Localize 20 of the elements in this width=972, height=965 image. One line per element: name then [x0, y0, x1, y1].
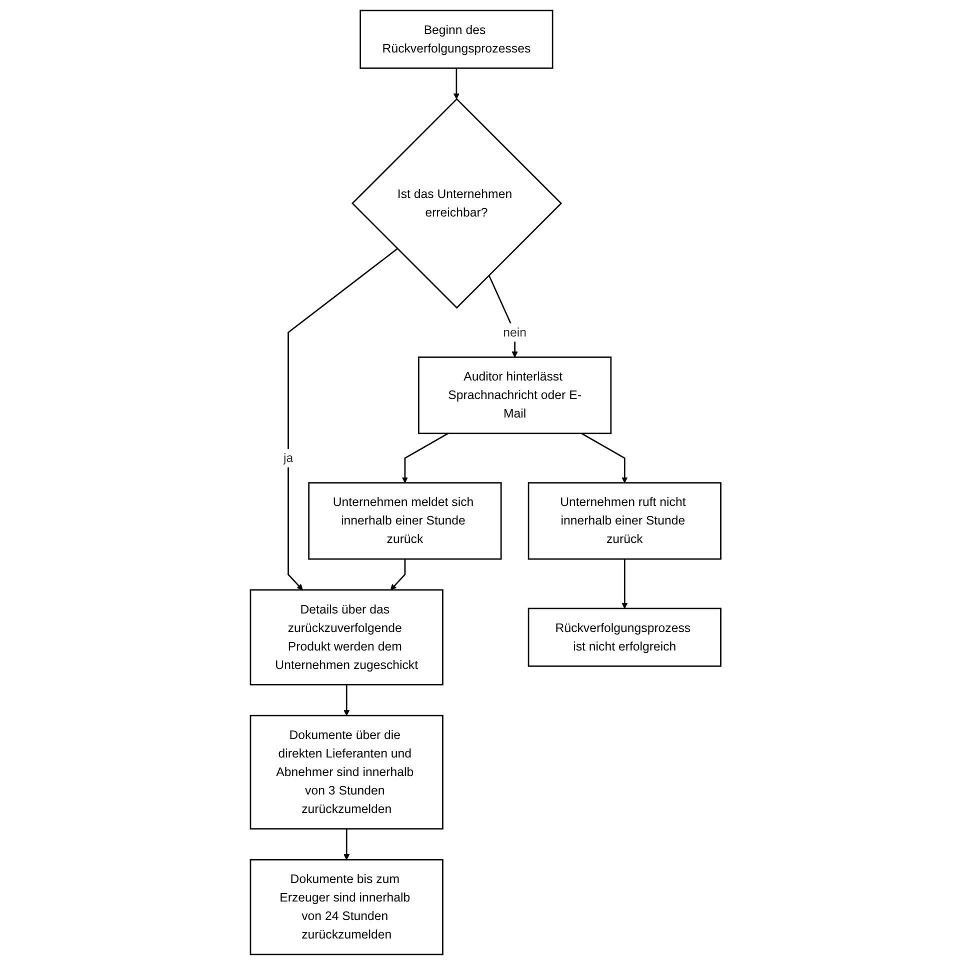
arrow	[622, 559, 628, 609]
node-diamond: Ist das Unternehmen erreichbar?	[352, 98, 562, 309]
node-box: Dokumente bis zum Erzeuger sind innerhalb von 24 Stunden zurückzumelden	[250, 859, 444, 956]
edge-label: nein	[503, 325, 527, 340]
node-box: Details über das zurückzuverfolgende Produkt werden dem Unternehmen zugeschickt	[250, 589, 444, 686]
arrow	[288, 248, 398, 590]
node-box: Auditor hinterlässt Sprachnachricht oder E-Mail	[418, 356, 612, 434]
arrow	[454, 68, 460, 100]
arrow	[402, 432, 449, 484]
arrow	[581, 432, 628, 484]
arrow	[488, 275, 518, 358]
arrow	[344, 828, 350, 860]
node-box: Dokumente über die direkten Lieferanten und Abnehmer sind innerhalb von 3 Stunden zurückzumelden	[250, 714, 444, 830]
node-box: Unternehmen ruft nicht innerhalb einer Stunde zurück	[528, 482, 722, 560]
edge-label: ja	[284, 450, 294, 465]
node-box: Beginn des Rückverfolgungsprozesses	[360, 10, 554, 69]
arrow	[344, 684, 350, 716]
node-box: Unternehmen meldet sich innerhalb einer Stunde zurück	[308, 482, 502, 560]
arrow	[390, 559, 406, 590]
node-box: Rückverfolgungsprozess ist nicht erfolgreich	[528, 608, 722, 667]
